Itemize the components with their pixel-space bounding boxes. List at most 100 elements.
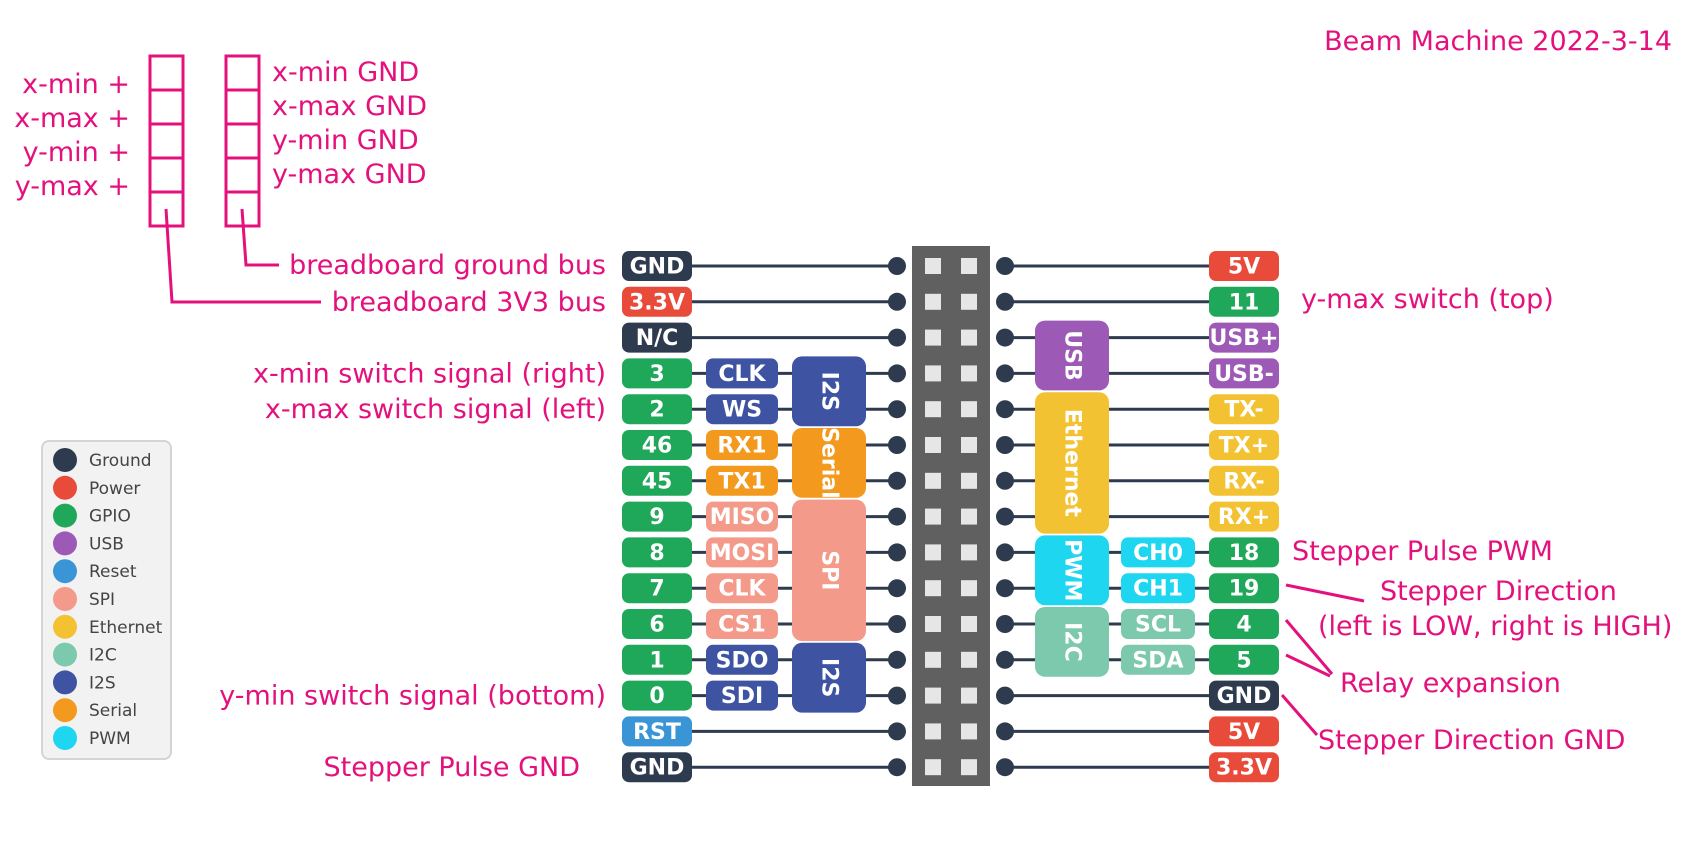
- pin-function-label: CH1: [1133, 577, 1183, 602]
- direction-gnd-pointer: [1280, 694, 1319, 736]
- pin-label: TX-: [1224, 398, 1263, 423]
- header-pad: [925, 329, 941, 346]
- legend-swatch: [53, 587, 77, 611]
- pin-group-block: [792, 428, 866, 498]
- legend-swatch: [53, 726, 77, 750]
- x-max-gnd-label: x-max GND: [272, 91, 427, 122]
- pin-dot: [996, 328, 1014, 347]
- pin-function-badge: [706, 465, 778, 496]
- pin-label: 18: [1229, 541, 1260, 566]
- header-pad: [961, 329, 977, 346]
- pin-badge: [622, 716, 692, 747]
- x-min-plus-label: x-min +: [22, 69, 130, 100]
- pin-label: 1: [649, 648, 664, 673]
- pin-dot: [996, 615, 1014, 633]
- pin-group-block: [1035, 535, 1109, 606]
- pin-label: 8: [649, 541, 664, 566]
- legend-label: USB: [89, 534, 124, 554]
- legend-label: Serial: [89, 701, 137, 721]
- left-annotation: Stepper Pulse GND: [324, 752, 581, 783]
- pin-dot: [996, 507, 1014, 526]
- pin-badge: [622, 537, 692, 568]
- pin-function-label: CH0: [1133, 541, 1183, 566]
- pin-function-label: MISO: [710, 505, 775, 530]
- stepper-direction-gnd-annotation: Stepper Direction GND: [1318, 725, 1625, 756]
- pin-label: 46: [642, 434, 673, 459]
- pin-badge: [1209, 251, 1279, 281]
- pin-badge: [1209, 680, 1279, 711]
- legend-swatch: [53, 475, 77, 500]
- bus-ground-label: breadboard ground bus: [289, 250, 606, 281]
- pin-badge: [622, 430, 692, 460]
- pin-group-label: Ethernet: [1060, 409, 1085, 518]
- pin-label: RST: [633, 720, 681, 745]
- header-pad: [925, 687, 941, 704]
- pin-function-badge: [706, 680, 778, 711]
- pin-badge: [622, 680, 692, 711]
- pin-group-label: Serial: [817, 427, 842, 499]
- pin-label: 19: [1229, 577, 1260, 602]
- pin-badge: [1209, 609, 1279, 639]
- direction-pointer: [1285, 583, 1365, 603]
- header-pad: [925, 401, 941, 418]
- header-pad: [961, 687, 977, 704]
- pin-dot: [888, 507, 906, 526]
- pin-badge: [622, 286, 692, 317]
- legend-label: Ground: [89, 451, 152, 471]
- legend-swatch: [53, 503, 77, 528]
- header-block: [912, 246, 990, 786]
- pin-dot: [888, 615, 906, 633]
- pin-dot: [996, 364, 1014, 383]
- pin-group-label: I2S: [817, 658, 842, 697]
- pin-dot: [888, 364, 906, 383]
- pin-label: GND: [630, 255, 685, 280]
- right-annotations: y-max switch (top) Stepper Pulse PWM Ste…: [1280, 284, 1672, 756]
- header-pad: [961, 401, 977, 418]
- legend-swatch: [53, 531, 77, 556]
- y-min-gnd-label: y-min GND: [272, 125, 419, 156]
- pin-label: 6: [649, 613, 664, 638]
- pin-badge: [1209, 394, 1279, 425]
- pin-function-badge: [706, 430, 778, 460]
- header-pad: [925, 544, 941, 561]
- pin-dot: [996, 686, 1014, 705]
- header-pad: [961, 723, 977, 740]
- header-pad: [961, 616, 977, 632]
- header-pad: [961, 365, 977, 382]
- pin-dot: [888, 686, 906, 705]
- pin-label: N/C: [636, 326, 679, 351]
- pin-badge: [1209, 430, 1279, 460]
- pin-function-badge: [1121, 537, 1195, 568]
- header-pad: [961, 472, 977, 489]
- pin-label: 4: [1236, 613, 1251, 638]
- header-pad: [961, 580, 977, 597]
- pin-function-badge: [1121, 609, 1195, 639]
- legend-swatch: [53, 448, 77, 472]
- x-max-plus-label: x-max +: [14, 103, 130, 134]
- legend-label: GPIO: [89, 507, 131, 527]
- pin-badge: [622, 322, 692, 353]
- legend-label: Ethernet: [89, 618, 163, 638]
- y-max-gnd-label: y-max GND: [272, 159, 427, 190]
- relay-pointer-4: [1284, 619, 1334, 675]
- legend-swatch: [53, 614, 77, 639]
- limit-switch-connector: [148, 54, 321, 304]
- pin-function-label: SCL: [1135, 613, 1181, 638]
- left-annotation: y-min switch signal (bottom): [219, 681, 606, 712]
- pin-group-label: I2C: [1060, 622, 1085, 662]
- pin-function-label: CS1: [718, 613, 766, 638]
- pin-badge: [1209, 752, 1279, 783]
- pin-function-badge: [706, 358, 778, 389]
- header-pad: [961, 293, 977, 310]
- pin-label: TX+: [1219, 434, 1269, 459]
- pin-badge: [622, 465, 692, 496]
- pin-dot: [888, 471, 906, 490]
- header-pad: [925, 759, 941, 776]
- legend-label: Reset: [89, 562, 137, 582]
- left-annotation: x-max switch signal (left): [265, 394, 606, 425]
- right-pin-column: 5V11USB+USB-TX-TX+RX-RX+18CH019CH14SCL5S…: [996, 251, 1279, 783]
- pin-badge: [622, 501, 692, 532]
- pin-function-label: CLK: [718, 577, 766, 602]
- pin-dot: [888, 257, 906, 275]
- pin-label: GND: [1217, 684, 1272, 709]
